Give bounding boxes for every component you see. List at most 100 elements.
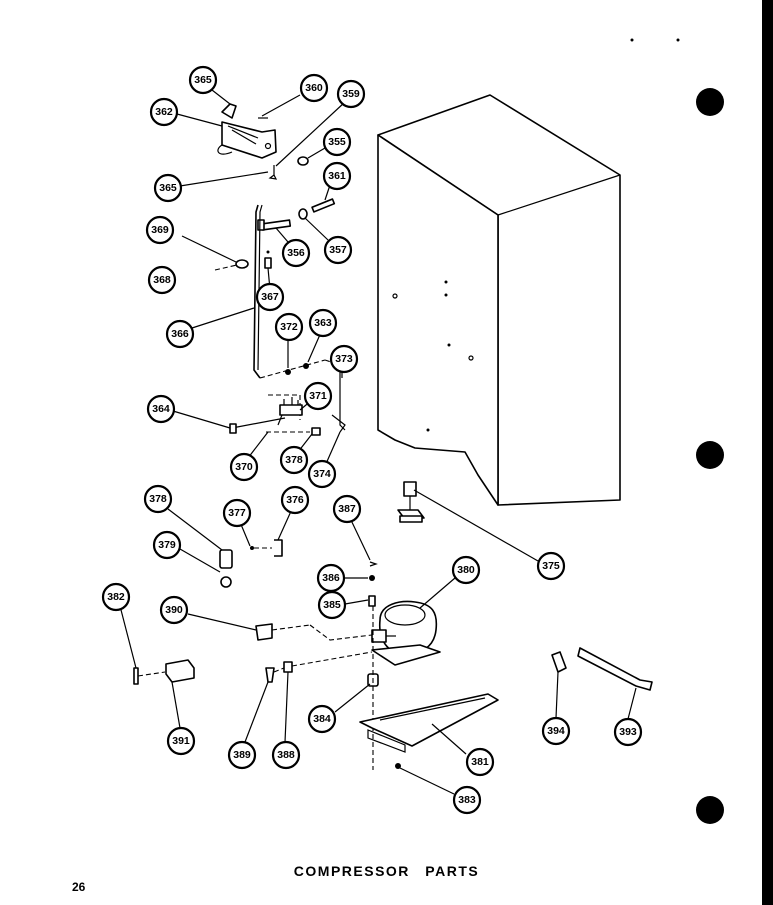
svg-text:367: 367 [261, 291, 279, 303]
svg-text:359: 359 [342, 88, 360, 100]
svg-text:363: 363 [314, 317, 332, 329]
svg-text:357: 357 [329, 244, 347, 256]
callout-390: 390 [159, 595, 189, 625]
callout-394: 394 [541, 716, 571, 746]
page-number: 26 [72, 880, 86, 894]
svg-text:393: 393 [619, 726, 637, 738]
leader-lines [119, 89, 637, 795]
grommet-355 [297, 156, 309, 166]
tube-366 [253, 204, 261, 379]
relay-390 [255, 623, 273, 641]
callout-364: 364 [146, 394, 176, 424]
callout-359: 359 [336, 79, 366, 109]
svg-text:384: 384 [313, 713, 331, 725]
bracket-376 [274, 539, 283, 557]
callout-388: 388 [271, 740, 301, 770]
callout-378a: 378 [279, 445, 309, 475]
callout-362: 362 [149, 97, 179, 127]
overload-391 [165, 659, 195, 683]
svg-text:378: 378 [149, 493, 167, 505]
callout-376: 376 [280, 485, 310, 515]
part-389 [265, 667, 275, 683]
callout-361: 361 [322, 161, 352, 191]
fitting-369 [235, 259, 249, 269]
svg-text:380: 380 [457, 564, 475, 576]
svg-text:355: 355 [328, 136, 346, 148]
svg-text:360: 360 [305, 82, 323, 94]
svg-text:371: 371 [309, 390, 327, 402]
svg-text:362: 362 [155, 106, 173, 118]
svg-text:374: 374 [313, 468, 331, 480]
svg-text:387: 387 [338, 503, 356, 515]
callout-367: 367 [255, 282, 285, 312]
base-plate-381 [359, 693, 499, 753]
svg-text:372: 372 [280, 321, 298, 333]
callout-374: 374 [307, 459, 337, 489]
binder-hole-middle [696, 441, 724, 469]
callout-375: 375 [536, 551, 566, 581]
svg-text:364: 364 [152, 403, 170, 415]
ice-maker-assembly [217, 103, 277, 159]
svg-text:373: 373 [335, 353, 353, 365]
svg-text:382: 382 [107, 591, 125, 603]
callout-382: 382 [101, 582, 131, 612]
clip-394 [551, 651, 567, 673]
nut-379 [220, 576, 232, 588]
callout-371: 371 [303, 381, 333, 411]
svg-text:379: 379 [158, 539, 176, 551]
callout-380: 380 [451, 555, 481, 585]
callout-356: 356 [281, 238, 311, 268]
clip-367 [264, 257, 272, 269]
svg-text:383: 383 [458, 794, 476, 806]
callout-378b: 378 [143, 484, 173, 514]
callout-393: 393 [613, 717, 643, 747]
svg-text:356: 356 [287, 247, 305, 259]
callout-379: 379 [152, 530, 182, 560]
callout-360: 360 [299, 73, 329, 103]
svg-text:385: 385 [323, 599, 341, 611]
callout-355: 355 [322, 127, 352, 157]
callout-368: 368 [147, 265, 177, 295]
svg-text:394: 394 [547, 725, 565, 737]
svg-text:378: 378 [285, 454, 303, 466]
callout-383: 383 [452, 785, 482, 815]
binder-hole-top [696, 88, 724, 116]
screw-364 [229, 423, 237, 434]
svg-text:377: 377 [228, 507, 246, 519]
strap-393 [577, 647, 653, 691]
callout-372: 372 [274, 312, 304, 342]
svg-text:370: 370 [235, 461, 253, 473]
page-edge-bar [762, 0, 773, 905]
callout-365b: 365 [153, 173, 183, 203]
callout-377: 377 [222, 498, 252, 528]
bolt-356 [257, 219, 292, 231]
screw-361 [311, 198, 336, 213]
svg-text:389: 389 [233, 749, 251, 761]
svg-text:365: 365 [194, 74, 212, 86]
callout-365a: 365 [188, 65, 218, 95]
svg-text:376: 376 [286, 494, 304, 506]
callout-387: 387 [332, 494, 362, 524]
compressor-380 [371, 600, 441, 666]
svg-text:365: 365 [159, 182, 177, 194]
callout-373: 373 [329, 344, 359, 374]
capacitor-378 [219, 549, 233, 569]
part-378-small [311, 427, 321, 436]
callout-366: 366 [165, 319, 195, 349]
svg-text:381: 381 [471, 756, 489, 768]
callout-391a: 391 [166, 726, 196, 756]
washer-357 [298, 208, 308, 220]
callout-385: 385 [317, 590, 347, 620]
callout-363: 363 [308, 308, 338, 338]
svg-text:375: 375 [542, 560, 560, 572]
svg-text:388: 388 [277, 749, 295, 761]
callout-357: 357 [323, 235, 353, 265]
diagram-title: COMPRESSOR PARTS [293, 863, 480, 879]
callout-389: 389 [227, 740, 257, 770]
cabinet-body [377, 94, 621, 506]
callout-381: 381 [465, 747, 495, 777]
part-388 [283, 661, 293, 673]
callout-386: 386 [316, 563, 346, 593]
svg-text:390: 390 [165, 604, 183, 616]
svg-text:368: 368 [153, 274, 171, 286]
